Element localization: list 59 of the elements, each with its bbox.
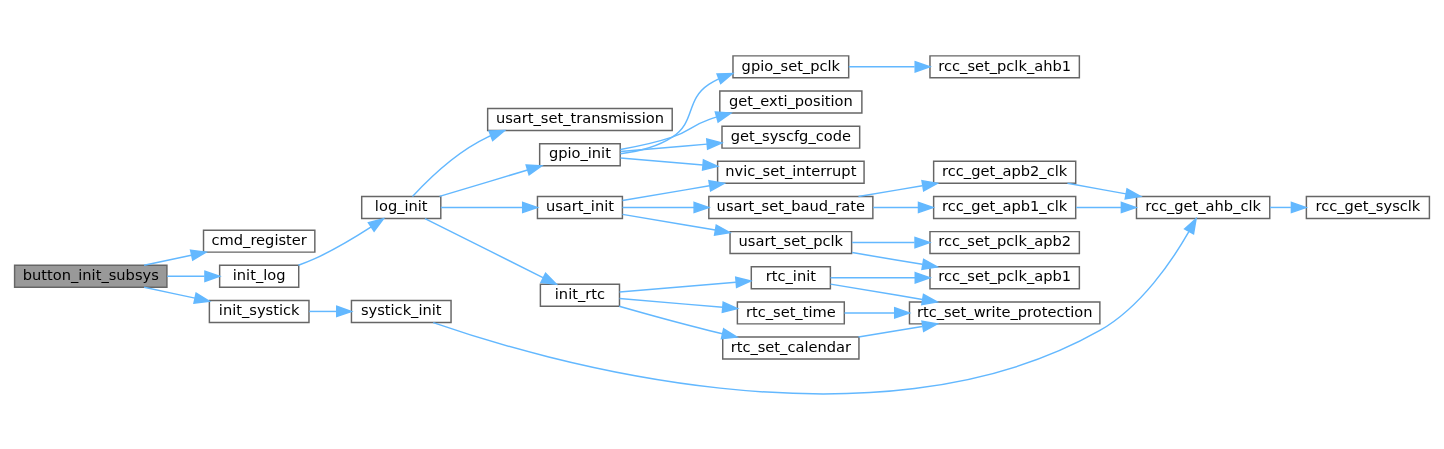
arrow: [872, 200, 936, 214]
arrow: [843, 306, 912, 319]
node-box: rcc_get_ahb_clk: [1135, 195, 1271, 219]
arrow: [1066, 182, 1143, 200]
arrow: [297, 217, 386, 266]
arrow: [857, 319, 940, 338]
node-box: init_rtc: [539, 283, 621, 307]
node-box: cmd_register: [202, 228, 316, 253]
node-box: gpio_init: [538, 142, 621, 166]
arrow: [619, 137, 724, 152]
arrow: [166, 269, 222, 282]
arrow: [621, 179, 727, 201]
arrow: [438, 163, 544, 197]
node-box: rcc_get_sysclk: [1305, 195, 1431, 219]
arrow: [308, 304, 354, 318]
node-box: init_systick: [208, 299, 310, 323]
arrow: [851, 251, 940, 270]
arrow: [1269, 200, 1309, 214]
node-box: rcc_set_pclk_apb2: [929, 230, 1081, 254]
arrow: [619, 72, 735, 154]
arrow: [621, 200, 711, 214]
node-box: rtc_set_calendar: [722, 335, 860, 360]
node-box: rcc_get_apb1_clk: [932, 195, 1077, 219]
arrow: [618, 275, 753, 293]
node-box: get_syscfg_code: [721, 124, 861, 149]
arrow: [829, 282, 940, 305]
node-box: init_log: [218, 264, 300, 288]
node-box: usart_set_transmission: [486, 107, 673, 131]
arrow: [618, 297, 740, 313]
arrow: [619, 156, 720, 171]
arrow: [143, 286, 212, 304]
node-box: usart_set_baud_rate: [708, 195, 874, 219]
node-box: usart_set_pclk: [729, 230, 853, 254]
node-box: rcc_set_pclk_apb1: [929, 265, 1081, 289]
arrow: [432, 216, 1198, 394]
arrow: [848, 60, 933, 73]
node-box: log_init: [360, 195, 442, 219]
arrow: [619, 110, 733, 150]
arrow: [621, 213, 733, 236]
arrow: [851, 235, 932, 249]
arrow: [424, 217, 559, 285]
node-box: get_exti_position: [719, 89, 863, 114]
node-box: gpio_set_pclk: [732, 54, 850, 79]
node-box: systick_init: [350, 299, 452, 323]
node-box: rtc_set_time: [736, 300, 846, 325]
node-box: usart_init: [536, 195, 624, 219]
node-box: button_init_subsys: [13, 264, 168, 288]
arrow: [411, 129, 507, 197]
arrow: [829, 271, 933, 284]
node-box: rcc_get_apb2_clk: [932, 160, 1077, 184]
arrow: [143, 248, 209, 266]
arrow: [1075, 200, 1139, 214]
node-box: rcc_set_pclk_ahb1: [929, 54, 1081, 79]
arrow: [618, 305, 739, 340]
node-box: nvic_set_interrupt: [716, 160, 865, 184]
arrow: [440, 200, 540, 214]
node-box: rtc_set_write_protection: [908, 300, 1101, 325]
node-box: rtc_init: [750, 265, 832, 289]
arrow: [857, 179, 940, 197]
